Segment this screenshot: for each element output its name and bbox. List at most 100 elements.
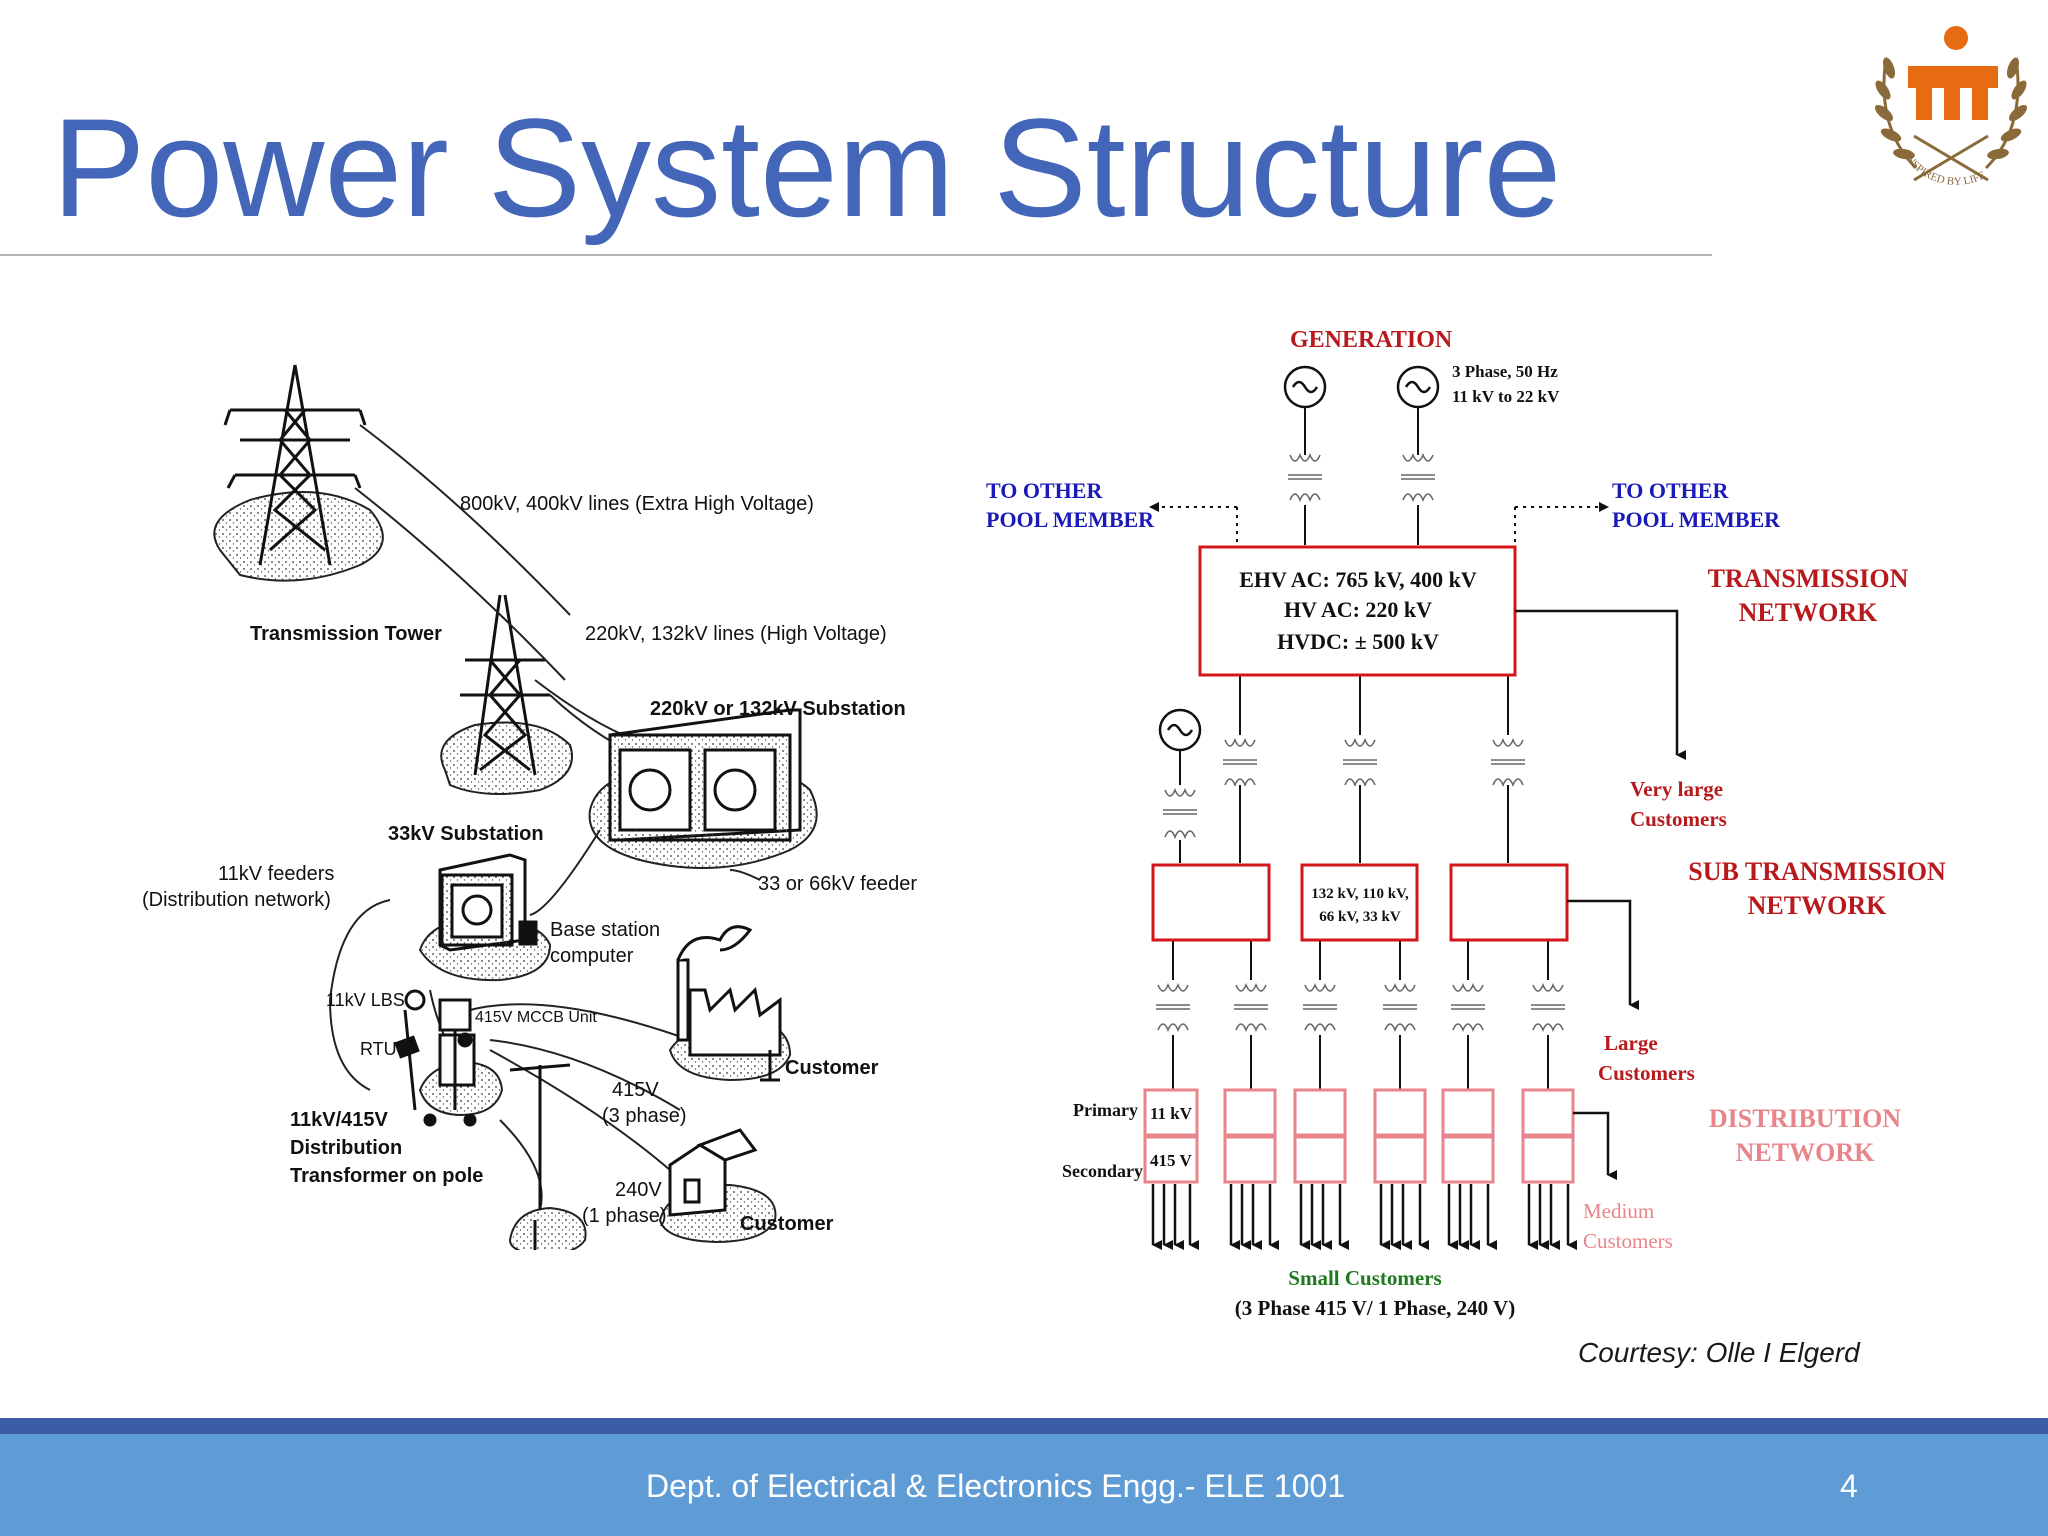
- footer-department: Dept. of Electrical & Electronics Engg.-…: [646, 1468, 1346, 1504]
- transformer-sub-gen: [1163, 787, 1197, 840]
- transformer-gen-1: [1288, 452, 1322, 503]
- label-computer: computer: [550, 945, 634, 967]
- ground-patch-lower-pole: [508, 1206, 587, 1250]
- dist-box-primary-5: [1441, 1088, 1495, 1137]
- transformer-trans-2: [1343, 737, 1377, 788]
- transformer-dist-4: [1383, 982, 1417, 1033]
- transformer-dist-2: [1234, 982, 1268, 1033]
- ground-patch-ehv-tower: [213, 491, 384, 582]
- dist-box-primary-4: [1373, 1088, 1427, 1137]
- sub-box-3: [1449, 863, 1569, 942]
- dist-box-secondary-6: [1521, 1135, 1575, 1184]
- label-primary: Primary: [1073, 1100, 1138, 1120]
- house-customer: [533, 1128, 758, 1250]
- label-large-1: Large: [1604, 1031, 1658, 1055]
- logo-motto: INSPIRED BY LIFE: [1901, 151, 1987, 188]
- label-distribution-network-1: DISTRIBUTION: [1709, 1104, 1901, 1133]
- label-dist-transformer-2: Distribution: [290, 1137, 402, 1159]
- sub-box-1: [1151, 863, 1271, 942]
- page-number: 4: [1840, 1468, 1858, 1504]
- sub-box-text-2: 66 kV, 33 kV: [1319, 909, 1401, 925]
- dist-box-secondary-4: [1373, 1135, 1427, 1184]
- dist-box-secondary-5: [1441, 1135, 1495, 1184]
- label-3-phase: (3 phase): [602, 1105, 687, 1127]
- label-feeders-11kv: 11kV feeders: [218, 863, 334, 885]
- courtesy-note: Courtesy: Olle I Elgerd: [1578, 1337, 1860, 1368]
- label-sub-transmission-2: NETWORK: [1748, 891, 1887, 920]
- label-distribution-network-2: NETWORK: [1736, 1138, 1875, 1167]
- ground-patch-hv-tower: [440, 721, 573, 795]
- trans-box-hvdc: HVDC: ± 500 kV: [1277, 629, 1439, 654]
- dist-box-primary-2: [1223, 1088, 1277, 1137]
- label-distribution-network: (Distribution network): [142, 889, 331, 911]
- dist-label-415v: 415 V: [1150, 1151, 1192, 1170]
- label-to-other-left-2: POOL MEMBER: [986, 507, 1155, 532]
- label-mccb: 415V MCCB Unit: [475, 1009, 597, 1026]
- label-large-2: Customers: [1598, 1061, 1695, 1085]
- label-hv-lines: 220kV, 132kV lines (High Voltage): [585, 623, 887, 645]
- label-base-station: Base station: [550, 919, 660, 941]
- label-transmission-network-2: NETWORK: [1739, 598, 1878, 627]
- label-gen-spec-1: 3 Phase, 50 Hz: [1452, 362, 1558, 381]
- industrial-customer: [676, 925, 782, 1082]
- label-transmission-tower: Transmission Tower: [250, 623, 442, 645]
- sub-box-text-1: 132 kV, 110 kV,: [1311, 886, 1409, 902]
- power-network-diagram: EHV AC: 765 kV, 400 kV HV AC: 220 kV HVD…: [986, 327, 1946, 1320]
- label-small-customers: Small Customers: [1288, 1266, 1441, 1290]
- label-rtu: RTU: [360, 1039, 397, 1059]
- title-divider: [0, 254, 1712, 256]
- dist-box-primary-1: [1143, 1088, 1199, 1137]
- label-1-phase: (1 phase): [582, 1205, 667, 1227]
- label-415v: 415V: [612, 1079, 659, 1101]
- sub-box-2: [1300, 863, 1419, 942]
- label-transmission-network-1: TRANSMISSION: [1708, 564, 1909, 593]
- transformer-dist-6: [1531, 982, 1565, 1033]
- transformer-dist-5: [1451, 982, 1485, 1033]
- dist-box-secondary-3: [1293, 1135, 1347, 1184]
- label-feeder-33-66: 33 or 66kV feeder: [758, 873, 917, 895]
- distribution-pole: [394, 989, 571, 1210]
- dist-box-primary-6: [1521, 1088, 1575, 1137]
- power-system-illustration: 800kV, 400kV lines (Extra High Voltage) …: [142, 364, 917, 1250]
- dist-box-primary-3: [1293, 1088, 1347, 1137]
- label-generation: GENERATION: [1290, 327, 1453, 353]
- label-medium-2: Customers: [1583, 1229, 1673, 1253]
- label-substation-33: 33kV Substation: [388, 823, 544, 845]
- transformer-trans-3: [1491, 737, 1525, 788]
- label-240v: 240V: [615, 1179, 662, 1201]
- label-very-large-1: Very large: [1630, 777, 1723, 801]
- label-small-spec: (3 Phase 415 V/ 1 Phase, 240 V): [1235, 1296, 1515, 1320]
- label-customer-house: Customer: [740, 1213, 834, 1235]
- footer-stripe: [0, 1418, 2048, 1434]
- substation-33kv: [438, 853, 538, 952]
- substation-220kv: [608, 708, 802, 842]
- label-substation-220: 220kV or 132kV Substation: [650, 698, 906, 720]
- footer-bar: [0, 1434, 2048, 1536]
- label-to-other-right-2: POOL MEMBER: [1612, 507, 1781, 532]
- transformer-gen-2: [1401, 452, 1435, 503]
- label-very-large-2: Customers: [1630, 807, 1727, 831]
- dist-box-secondary-1: [1143, 1135, 1199, 1184]
- trans-box-ehv: EHV AC: 765 kV, 400 kV: [1239, 567, 1477, 592]
- label-lbs: 11kV LBS: [326, 990, 405, 1010]
- label-medium-1: Medium: [1583, 1199, 1654, 1223]
- transformer-dist-3: [1303, 982, 1337, 1033]
- transmission-box: [1198, 545, 1517, 677]
- ehv-transmission-tower: [223, 364, 367, 566]
- label-to-other-right-1: TO OTHER: [1612, 478, 1729, 503]
- label-ehv-lines: 800kV, 400kV lines (Extra High Voltage): [460, 493, 814, 515]
- label-dist-transformer-3: Transformer on pole: [290, 1165, 483, 1187]
- label-gen-spec-2: 11 kV to 22 kV: [1452, 387, 1560, 406]
- dist-label-11kv: 11 kV: [1150, 1104, 1193, 1123]
- label-secondary: Secondary: [1062, 1161, 1143, 1181]
- hv-transmission-tower: [460, 594, 550, 776]
- label-dist-transformer-1: 11kV/415V: [290, 1109, 389, 1131]
- trans-box-hv: HV AC: 220 kV: [1284, 597, 1432, 622]
- transformer-dist-1: [1156, 982, 1190, 1033]
- transformer-trans-1: [1223, 737, 1257, 788]
- institute-logo: INSPIRED BY LIFE: [1874, 26, 2028, 188]
- label-sub-transmission-1: SUB TRANSMISSION: [1688, 857, 1946, 886]
- label-to-other-left-1: TO OTHER: [986, 478, 1103, 503]
- slide-title: Power System Structure: [52, 89, 1562, 246]
- label-customer-industrial: Customer: [785, 1057, 879, 1079]
